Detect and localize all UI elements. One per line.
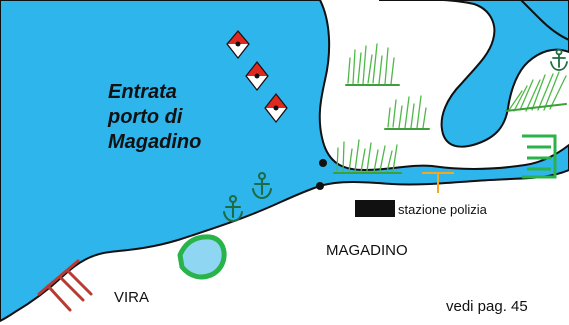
vira-label: VIRA xyxy=(114,289,149,306)
pier-icon xyxy=(37,259,93,312)
police-station-label: stazione polizia xyxy=(398,202,488,217)
anchor-icon xyxy=(251,171,273,200)
map-title-line-3: Magadino xyxy=(108,131,201,153)
police-station-marker xyxy=(355,172,454,217)
magadino-label: MAGADINO xyxy=(326,242,408,259)
red-white-diamond-buoy-icon xyxy=(245,61,269,91)
red-white-diamond-buoy-icon xyxy=(264,93,288,123)
lake-water-inner-channel xyxy=(379,0,569,148)
page-reference: vedi pag. 45 xyxy=(446,298,528,315)
reed-icon xyxy=(345,43,400,86)
black-buoy-dot xyxy=(319,159,327,167)
anchor-icon xyxy=(222,194,244,223)
reed-icon xyxy=(384,95,430,130)
black-buoy-dot xyxy=(316,182,324,190)
map-title-line-2: porto di xyxy=(107,106,183,128)
dock-icon xyxy=(522,134,557,179)
reed-icon xyxy=(333,139,402,174)
harbor-icon xyxy=(177,234,227,280)
anchor-icon xyxy=(550,48,568,71)
reed-icon xyxy=(505,71,567,112)
lake-water-inlet xyxy=(519,0,569,42)
map-title-line-1: Entrata xyxy=(108,81,177,103)
red-white-diamond-buoy-icon xyxy=(226,30,250,59)
